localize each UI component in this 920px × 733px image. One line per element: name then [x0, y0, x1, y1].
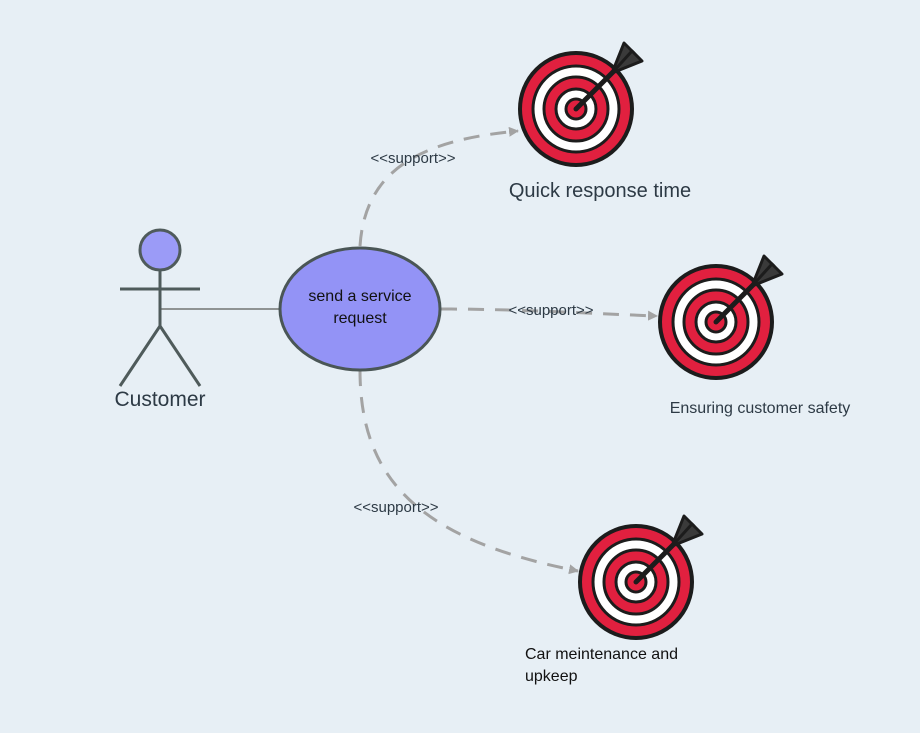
use-case-label-line1: send a service: [308, 288, 411, 305]
target-icon: [660, 256, 782, 378]
use-case-ellipse: [278, 246, 442, 372]
support-connector-3: [358, 369, 579, 575]
support-label-1: <<support>>: [370, 150, 455, 167]
use-case-label-line2: request: [333, 310, 387, 327]
actor-right-leg: [158, 325, 202, 387]
target-icon: [580, 516, 702, 638]
actor-left-leg: [118, 325, 162, 387]
customer-actor: [118, 228, 202, 387]
goal-label-quick-response: Quick response time: [509, 180, 691, 202]
goal-label-customer-safety: Ensuring customer safety: [670, 400, 851, 417]
support-connector-2: [440, 307, 658, 321]
actor-head: [138, 228, 182, 272]
target-icon: [520, 43, 642, 165]
support-connector-1: [358, 126, 519, 247]
actor-label: Customer: [114, 388, 205, 411]
goal-label-car-maintenance-line2: upkeep: [525, 668, 578, 685]
support-label-2: <<support>>: [508, 302, 593, 319]
support-label-3: <<support>>: [353, 499, 438, 516]
goal-label-car-maintenance-line1: Car meintenance and: [525, 646, 678, 663]
